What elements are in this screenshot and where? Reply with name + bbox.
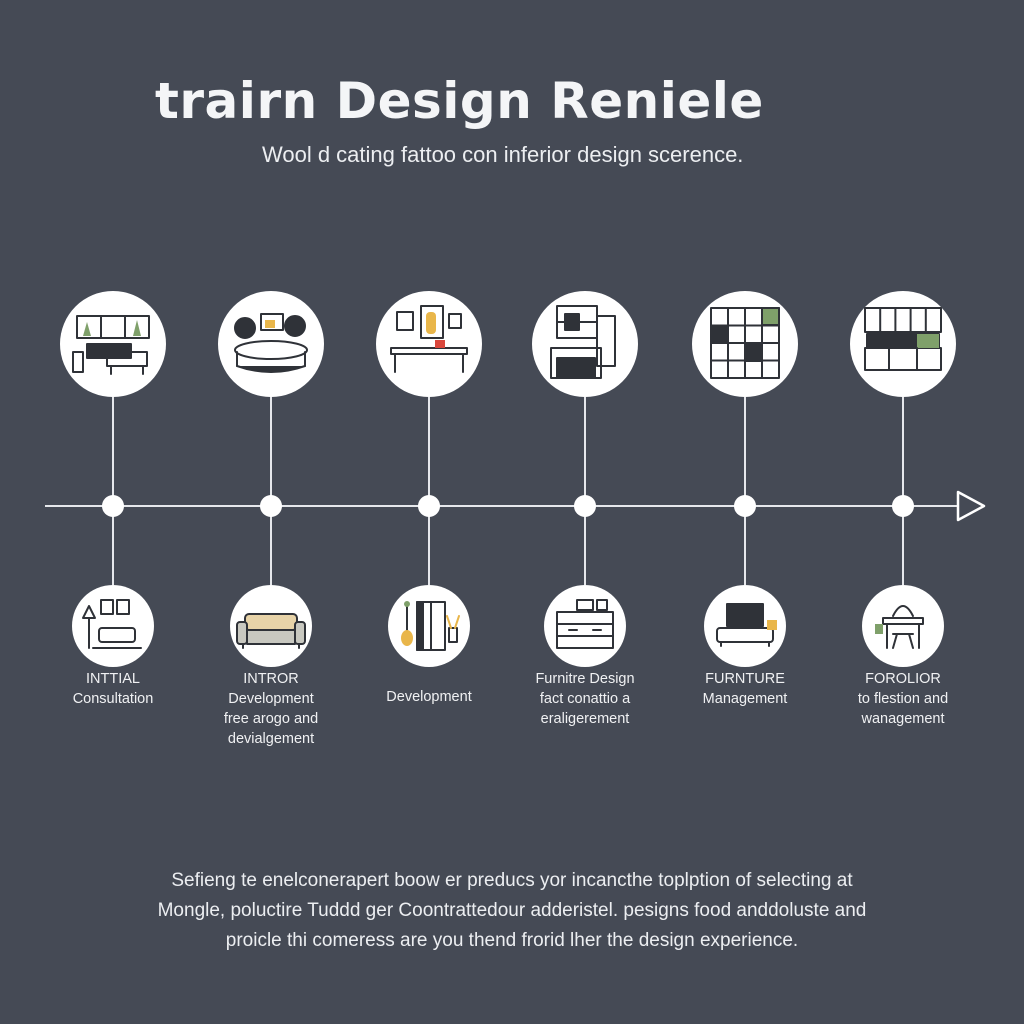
step-label-line: INTTIAL — [86, 671, 140, 687]
step-label: INTROR Development free arogo and devialgem… — [186, 669, 356, 749]
step-label-line: FOROLIOR — [865, 671, 941, 687]
step-icon-circle — [862, 585, 944, 667]
step-label-line: Management — [702, 691, 788, 707]
kitchen-cabinet-icon — [532, 291, 638, 397]
lamp-sofa-icon — [72, 585, 154, 667]
timeline-node — [102, 495, 124, 517]
step-label: Furnitre Design fact conattio a eraligerem… — [500, 669, 670, 729]
step-label: FURNTURE Management — [660, 669, 830, 709]
timeline-node — [574, 495, 596, 517]
step-label: Development — [344, 687, 514, 707]
step-label-line: to flestion and — [857, 691, 949, 707]
footer-line: proicle thi comeress are you thend frori… — [225, 930, 799, 951]
dresser-icon — [544, 585, 626, 667]
step-label-line: Furnitre Design — [535, 671, 635, 687]
footer-line: Sefieng te enelconerapert boow er preduc… — [171, 870, 853, 891]
step-label-line: INTROR — [243, 671, 299, 687]
page-subtitle: Wool d cating fattoo con inferior design… — [262, 142, 744, 167]
desk-chair-icon — [862, 585, 944, 667]
step-label-line: eraligerement — [540, 711, 630, 727]
footer-line: Mongle, poluctire Tuddd ger Coontrattedo… — [157, 900, 867, 921]
step-label-line: free arogo and — [223, 711, 319, 727]
meeting-table-icon — [218, 291, 324, 397]
bookshelf-icon — [692, 291, 798, 397]
timeline-arrow-icon — [956, 490, 986, 522]
entry-console-icon — [376, 291, 482, 397]
timeline-node — [260, 495, 282, 517]
step-label-line: Consultation — [72, 691, 154, 707]
top-icon-circle — [218, 291, 324, 397]
step-label-line: Development — [386, 689, 472, 705]
step-label-line: devialgement — [227, 731, 315, 747]
step-label-line: FURNTURE — [705, 671, 785, 687]
living-room-icon — [60, 291, 166, 397]
footer-text: Sefieng te enelconerapert boow er preduc… — [60, 866, 964, 956]
timeline-node — [734, 495, 756, 517]
timeline-node — [892, 495, 914, 517]
step-icon-circle — [72, 585, 154, 667]
page-title: trairn Design Reniele — [155, 72, 764, 130]
timeline-node — [418, 495, 440, 517]
step-label-line: wanagement — [861, 711, 945, 727]
kitchen-wall-icon — [850, 291, 956, 397]
step-icon-circle — [388, 585, 470, 667]
step-label: FOROLIOR to flestion and wanagement — [818, 669, 988, 729]
top-icon-circle — [376, 291, 482, 397]
step-label-line: fact conattio a — [539, 691, 631, 707]
cabinet-plant-icon — [388, 585, 470, 667]
step-label-line: Development — [228, 691, 314, 707]
tv-console-icon — [704, 585, 786, 667]
sofa-icon — [230, 585, 312, 667]
step-label: INTTIAL Consultation — [28, 669, 198, 709]
step-icon-circle — [544, 585, 626, 667]
